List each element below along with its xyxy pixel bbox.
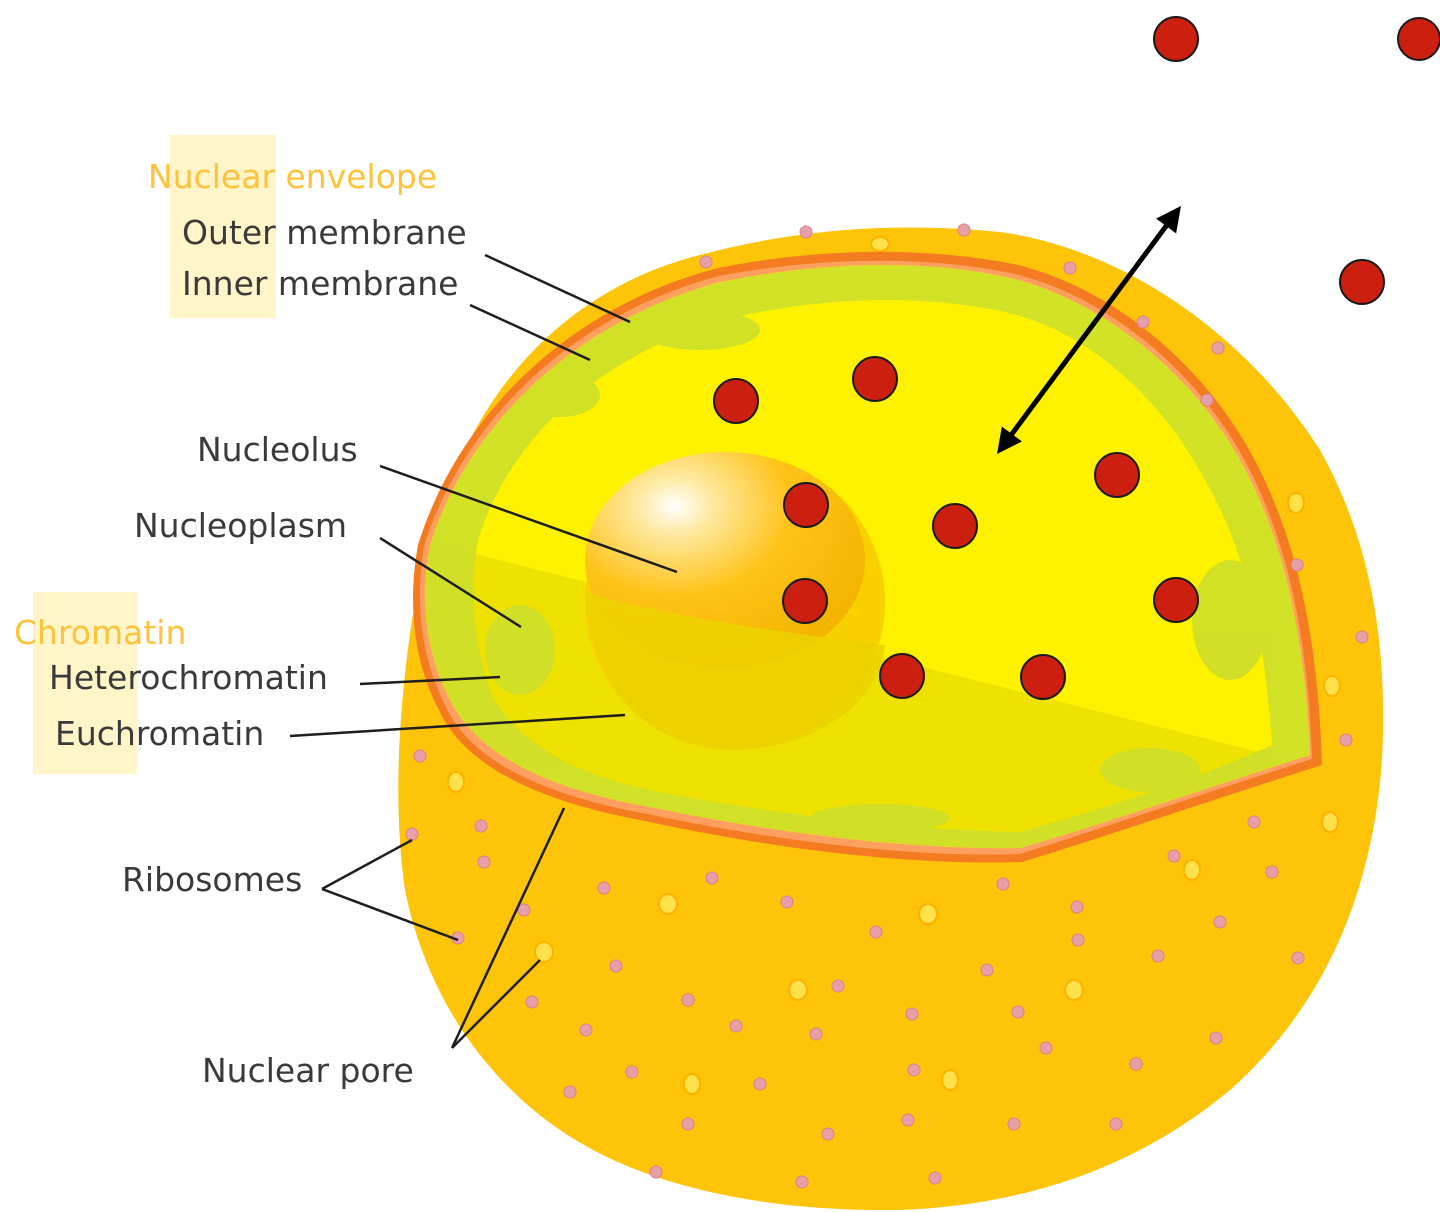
label-euchromatin: Euchromatin: [55, 714, 264, 753]
label-outer-membrane: Outer membrane: [182, 213, 467, 252]
label-chromatin: Chromatin: [14, 613, 186, 652]
particle: [1398, 18, 1440, 60]
particle: [853, 357, 897, 401]
particle: [1154, 578, 1198, 622]
particle: [880, 654, 924, 698]
particle: [784, 483, 828, 527]
label-ribosomes: Ribosomes: [122, 860, 302, 899]
particle: [933, 504, 977, 548]
particle: [1340, 260, 1384, 304]
label-nucleoplasm: Nucleoplasm: [134, 506, 347, 545]
particle: [714, 379, 758, 423]
particle: [1154, 17, 1198, 61]
particle: [1095, 453, 1139, 497]
label-nucleolus: Nucleolus: [197, 430, 358, 469]
label-inner-membrane: Inner membrane: [182, 264, 458, 303]
particle: [1021, 655, 1065, 699]
particles-outside: [1154, 17, 1440, 304]
label-heterochromatin: Heterochromatin: [49, 658, 328, 697]
label-nuclear-pore: Nuclear pore: [202, 1051, 414, 1090]
label-nuclear-envelope: Nuclear envelope: [148, 157, 437, 196]
particle: [783, 579, 827, 623]
